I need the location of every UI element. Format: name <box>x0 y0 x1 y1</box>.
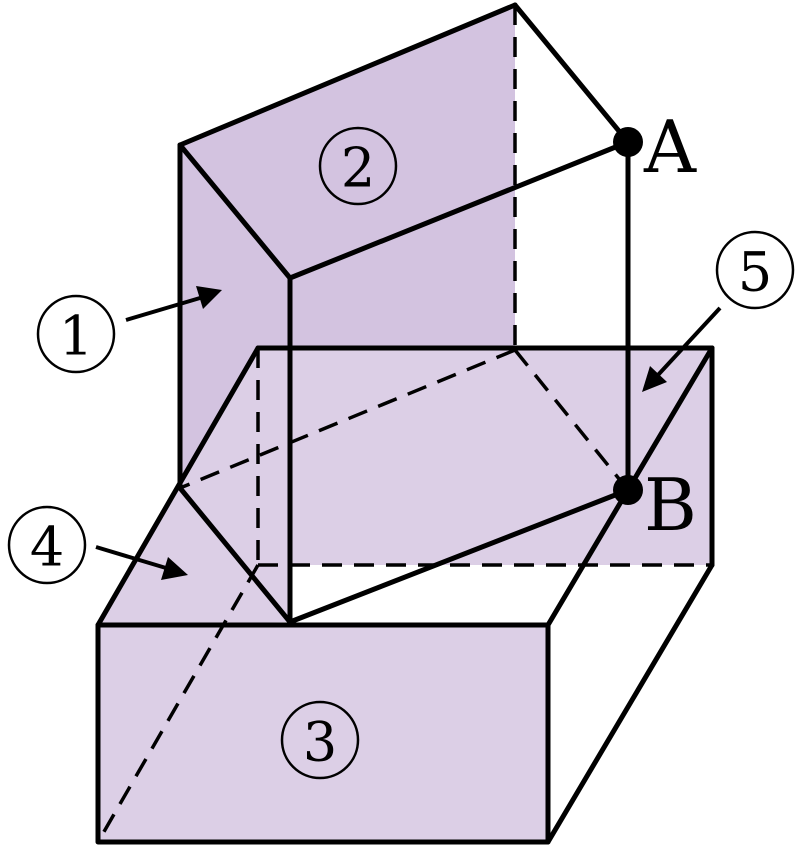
face-2-panel <box>180 5 515 440</box>
face-5-panel <box>258 348 712 565</box>
face-3-panel <box>98 625 548 842</box>
edge-lower-right-bottom-diag <box>545 562 715 845</box>
point-b-dot <box>613 475 643 505</box>
face-4-upper <box>180 348 290 622</box>
point-b-label: B <box>644 463 697 547</box>
arrow-4 <box>95 545 188 580</box>
circled-label-5-text: 5 <box>738 241 772 304</box>
hidden-edge-lower-diagonal <box>96 564 260 843</box>
circled-label-3-text: 3 <box>303 711 337 774</box>
edge-top-back <box>177 2 518 148</box>
point-a-dot <box>613 127 643 157</box>
circled-label-1-text: 1 <box>59 305 93 368</box>
circled-label-5: 5 <box>715 230 795 310</box>
circled-label-2-text: 2 <box>341 137 375 200</box>
edge-bottom-slant <box>177 485 293 625</box>
edge-bottom-front <box>287 487 631 625</box>
arrow-5 <box>642 306 722 392</box>
edge-front-rectangle <box>95 622 551 845</box>
circled-label-3: 3 <box>280 700 360 780</box>
circled-label-1: 1 <box>36 294 116 374</box>
edge-top-right <box>512 2 631 145</box>
face-4-lower <box>98 488 290 625</box>
hidden-edge-back-base <box>179 348 516 490</box>
arrow-1 <box>125 286 222 322</box>
circled-label-4: 4 <box>7 505 87 585</box>
edge-lower-left-diag <box>95 345 261 628</box>
point-a-label: A <box>643 105 697 189</box>
edge-top-front <box>287 139 631 281</box>
circled-label-2: 2 <box>318 126 398 206</box>
circled-label-4-text: 4 <box>30 516 64 579</box>
edge-top-left-slant <box>177 142 293 281</box>
